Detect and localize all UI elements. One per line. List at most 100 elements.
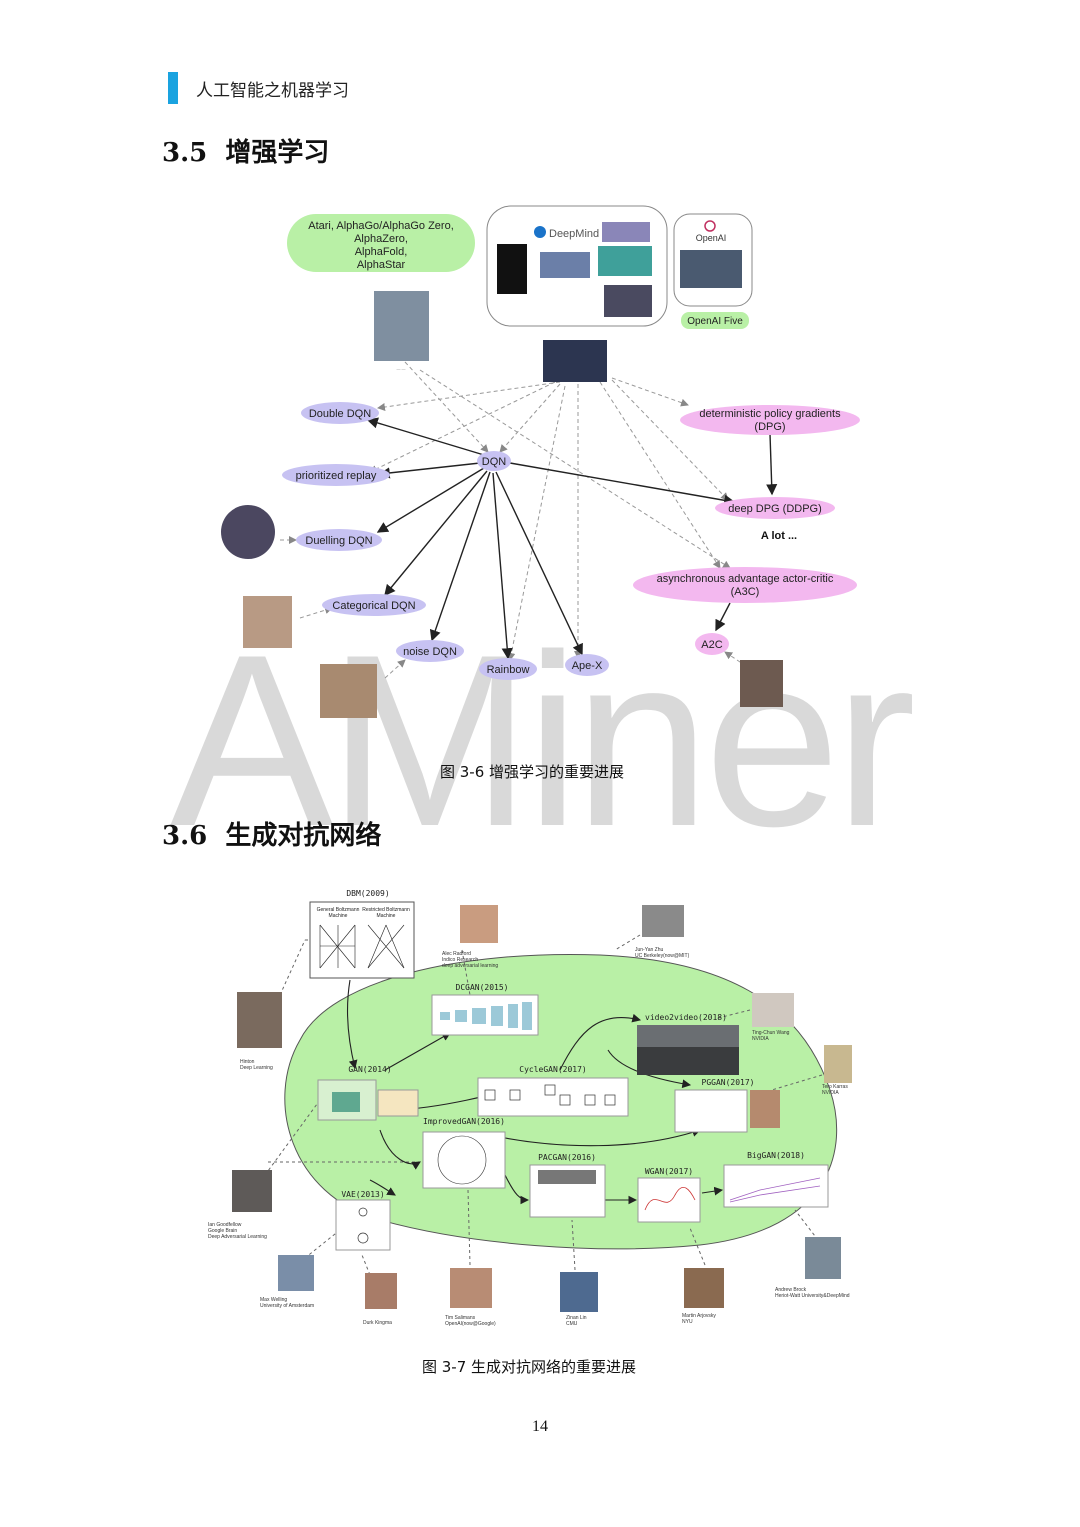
deepmind-label: DeepMind — [549, 228, 599, 240]
person-caption: Max Welling — [260, 1297, 287, 1303]
pacgan-label: PACGAN(2016) — [538, 1153, 596, 1162]
a3c-line-1: asynchronous advantage actor-critic — [657, 573, 834, 585]
author-photo — [740, 660, 783, 707]
dpg-line-2: (DPG) — [754, 421, 785, 433]
pggan-label: PGGAN(2017) — [702, 1078, 755, 1087]
running-title: 人工智能之机器学习 — [196, 81, 349, 101]
author-photo — [543, 340, 607, 382]
person-caption: Deep Adversarial Learning — [208, 1234, 267, 1240]
dbm-right-title-1: Restricted Boltzmann — [362, 907, 410, 913]
section-title: 增强学习 — [225, 138, 330, 168]
author-photo — [824, 1045, 852, 1083]
author-photo — [221, 505, 275, 559]
person-caption: NVIDIA — [822, 1090, 839, 1096]
gan-label: GAN(2014) — [348, 1065, 391, 1074]
person-caption: NVIDIA — [752, 1036, 769, 1042]
person-caption: Google Brain — [208, 1228, 237, 1234]
section-heading-3-6: 3.6 生成对抗网络 — [162, 815, 381, 852]
person-caption: University of Amsterdam — [260, 1303, 314, 1309]
author-photo — [237, 992, 282, 1048]
header-accent-bar — [168, 72, 178, 104]
section-title: 生成对抗网络 — [225, 821, 382, 851]
section-heading-3-5: 3.5 增强学习 — [162, 132, 329, 169]
person-caption: Indico Research — [442, 957, 478, 963]
figure-3-7: DBM(2009) General Boltzmann Machine Rest… — [208, 889, 852, 1327]
person-caption: Ting-Chun Wang — [752, 1030, 790, 1036]
atari-screenshot — [497, 244, 527, 294]
rainbow-node: Rainbow — [487, 664, 530, 676]
author-photo — [460, 905, 498, 943]
person-caption: Durk Kingma — [363, 1320, 392, 1326]
dbm-left-title-2: Machine — [329, 913, 348, 919]
person-caption: Jun-Yan Zhu — [635, 947, 663, 953]
person-caption: CMU — [566, 1321, 578, 1327]
person-caption: Zinan Lin — [566, 1315, 587, 1321]
person-caption: NYU — [682, 1319, 693, 1325]
protein-screenshot — [598, 246, 652, 276]
openai-five-label: OpenAI Five — [687, 316, 743, 327]
author-photo — [374, 291, 429, 361]
author-photo — [642, 905, 684, 937]
person-caption: Tero Karras — [822, 1084, 848, 1090]
biggan-label: BigGAN(2018) — [747, 1151, 805, 1160]
atari-line-4: AlphaStar — [357, 259, 406, 271]
double-dqn-node: Double DQN — [309, 408, 371, 420]
person-caption: OpenAI(now@Google) — [445, 1321, 496, 1327]
person-caption: Heriot-Watt University&DeepMind — [775, 1293, 850, 1299]
atari-line-1: Atari, AlphaGo/AlphaGo Zero, — [308, 220, 454, 232]
figure-3-6: Atari, AlphaGo/AlphaGo Zero, AlphaZero, … — [221, 205, 860, 718]
cyclegan-label: CycleGAN(2017) — [519, 1065, 586, 1074]
a-lot-label: A lot ... — [761, 530, 797, 542]
author-photo — [560, 1272, 598, 1312]
prioritized-replay-node: prioritized replay — [296, 470, 377, 482]
duelling-dqn-node: Duelling DQN — [305, 535, 372, 547]
openai-logo-icon — [704, 220, 716, 232]
person-caption: Ian Goodfellow — [208, 1222, 242, 1228]
noise-dqn-node: noise DQN — [403, 646, 457, 658]
game-screenshot — [602, 222, 650, 242]
dqn-node: DQN — [482, 456, 507, 468]
a3c-line-2: (A3C) — [731, 586, 760, 598]
section-number: 3.5 — [162, 138, 208, 168]
wgan-label: WGAN(2017) — [645, 1167, 693, 1176]
author-photo — [684, 1268, 724, 1308]
author-photo — [450, 1268, 492, 1308]
author-photo — [752, 993, 794, 1027]
person-caption: deep adversarial learning — [442, 963, 498, 969]
author-photo — [320, 664, 377, 718]
person-caption: Deep Learning — [240, 1065, 273, 1071]
person-caption: Alec Radford — [442, 951, 471, 957]
deepmind-logo-icon — [534, 226, 546, 238]
atari-line-2: AlphaZero, — [354, 233, 408, 245]
section-number: 3.6 — [162, 821, 208, 851]
page-number: 14 — [532, 1418, 548, 1435]
person-caption: UC Berkeley(now@MIT) — [635, 953, 690, 959]
vae-label: VAE(2013) — [341, 1190, 384, 1199]
improvedgan-label: ImprovedGAN(2016) — [423, 1117, 505, 1126]
apex-node: Ape-X — [572, 660, 603, 672]
figure-3-6-caption: 图 3-6 增强学习的重要进展 — [440, 763, 625, 781]
dbm-left-title-1: General Boltzmann — [317, 907, 360, 913]
person-caption: Andrew Brock — [775, 1287, 807, 1293]
ddpg-node: deep DPG (DDPG) — [728, 503, 822, 515]
watermark: AMiner — [170, 603, 916, 877]
dcgan-label: DCGAN(2015) — [456, 983, 509, 992]
person-caption: Hinton — [240, 1059, 255, 1065]
a2c-node: A2C — [701, 639, 722, 651]
figure-3-7-caption: 图 3-7 生成对抗网络的重要进展 — [422, 1358, 637, 1376]
author-photo — [365, 1273, 397, 1309]
author-photo — [243, 596, 292, 648]
person-caption: Tim Salimans — [445, 1315, 476, 1321]
categorical-dqn-node: Categorical DQN — [332, 600, 415, 612]
dota-screenshot — [680, 250, 742, 288]
game-screenshot — [540, 252, 590, 278]
openai-label: OpenAI — [696, 233, 727, 243]
person-caption: Martin Arjovsky — [682, 1313, 716, 1319]
author-photo — [805, 1237, 841, 1279]
atari-line-3: AlphaFold, — [355, 246, 408, 258]
dpg-line-1: deterministic policy gradients — [699, 408, 841, 420]
video2video-label: video2video(2018) — [645, 1013, 727, 1022]
author-photo — [278, 1255, 314, 1291]
starcraft-screenshot — [604, 285, 652, 317]
svg-text:— —: — — — [396, 366, 405, 371]
